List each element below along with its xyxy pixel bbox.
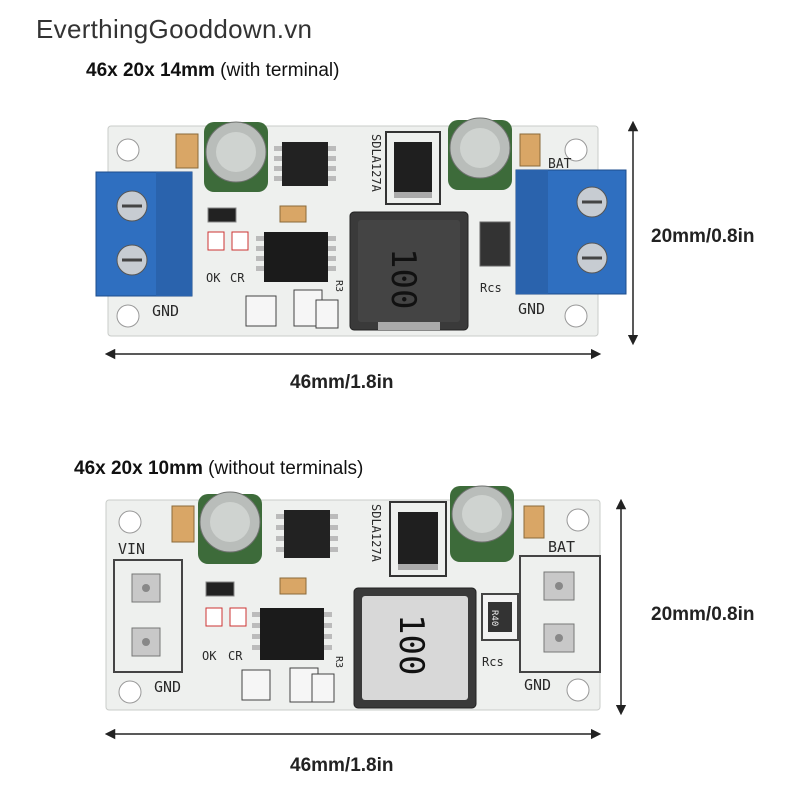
top-height-label: 20mm/0.8in — [651, 226, 755, 247]
resistor-code: R40 — [489, 610, 499, 626]
rcs-label: Rcs — [480, 281, 502, 295]
power-inductor — [353, 587, 477, 709]
led-cr-label: CR — [230, 271, 245, 285]
bottom-board-caption: 46x 20x 10mm (without terminals) — [74, 458, 363, 480]
top-board-caption: 46x 20x 14mm (with terminal) — [86, 60, 339, 82]
bottom-width-label: 46mm/1.8in — [290, 755, 394, 776]
rcs-label: Rcs — [482, 655, 504, 669]
top-width-label: 46mm/1.8in — [290, 372, 394, 393]
led-ok — [205, 607, 223, 627]
smd-resistor — [311, 673, 335, 703]
chip-marking: SDLA127A — [369, 134, 383, 193]
controller-ic — [252, 608, 332, 660]
electrolytic-capacitor — [204, 121, 268, 192]
electrolytic-capacitor — [448, 117, 512, 190]
right-gnd-label: GND — [518, 300, 545, 318]
right-screw-terminal — [515, 169, 627, 295]
sense-resistor — [479, 221, 511, 267]
power-inductor — [349, 211, 469, 331]
left-pad-outline — [113, 559, 183, 673]
inductor-marking: 100 — [391, 614, 431, 675]
bat-label: BAT — [548, 538, 575, 556]
smd-resistor — [205, 581, 235, 597]
smd-resistor — [207, 207, 237, 223]
mounting-hole — [566, 678, 590, 702]
mounting-hole — [566, 508, 590, 532]
controller-ic — [256, 232, 336, 282]
top-ic — [276, 510, 338, 558]
left-gnd-label: GND — [152, 302, 179, 320]
smd-resistor — [315, 299, 339, 329]
led-cr — [229, 607, 247, 627]
smd-resistor — [241, 669, 271, 701]
smd-capacitor — [171, 505, 195, 543]
bottom-board-size: 46x 20x 10mm — [74, 458, 203, 479]
led-cr-label: CR — [228, 649, 243, 663]
top-board-size: 46x 20x 14mm — [86, 60, 215, 81]
bat-label: BAT — [548, 157, 572, 172]
top-board-photo: SDLA127A OK CR 100 Rcs R3 GND GND BAT — [95, 117, 627, 337]
mounting-hole — [118, 510, 142, 534]
right-pad-outline — [519, 555, 601, 673]
r3-label: R3 — [333, 656, 344, 668]
led-ok-label: OK — [202, 649, 217, 663]
watermark: EverthingGooddown.vn — [36, 14, 313, 44]
sense-resistor — [481, 593, 519, 641]
smd-capacitor — [523, 505, 545, 539]
led-cr — [231, 231, 249, 251]
mounting-hole — [116, 304, 140, 328]
smd-resistor — [245, 295, 277, 327]
chip-marking: SDLA127A — [369, 504, 383, 563]
left-screw-terminal — [95, 171, 193, 297]
mounting-hole — [118, 680, 142, 704]
vin-label: VIN — [118, 540, 145, 558]
mounting-hole — [564, 138, 588, 162]
mounting-hole — [116, 138, 140, 162]
schottky-diode — [385, 131, 441, 205]
smd-capacitor — [519, 133, 541, 167]
schottky-diode — [389, 501, 447, 577]
bottom-board-note: (without terminals) — [208, 458, 364, 479]
mounting-hole — [564, 304, 588, 328]
top-ic — [274, 142, 336, 186]
smd-capacitor — [279, 205, 307, 223]
led-ok-label: OK — [206, 271, 221, 285]
right-gnd-label: GND — [524, 676, 551, 694]
smd-capacitor — [279, 577, 307, 595]
left-gnd-label: GND — [154, 678, 181, 696]
led-ok — [207, 231, 225, 251]
smd-capacitor — [175, 133, 199, 169]
bottom-height-label: 20mm/0.8in — [651, 604, 755, 625]
electrolytic-capacitor — [198, 491, 262, 564]
r3-label: R3 — [333, 280, 344, 292]
inductor-marking: 100 — [383, 248, 423, 309]
electrolytic-capacitor — [450, 485, 514, 562]
top-board-note: (with terminal) — [220, 60, 340, 81]
bottom-board-photo: SDLA127A OK CR 100 R40 Rcs R3 VIN BAT GN… — [105, 485, 601, 711]
